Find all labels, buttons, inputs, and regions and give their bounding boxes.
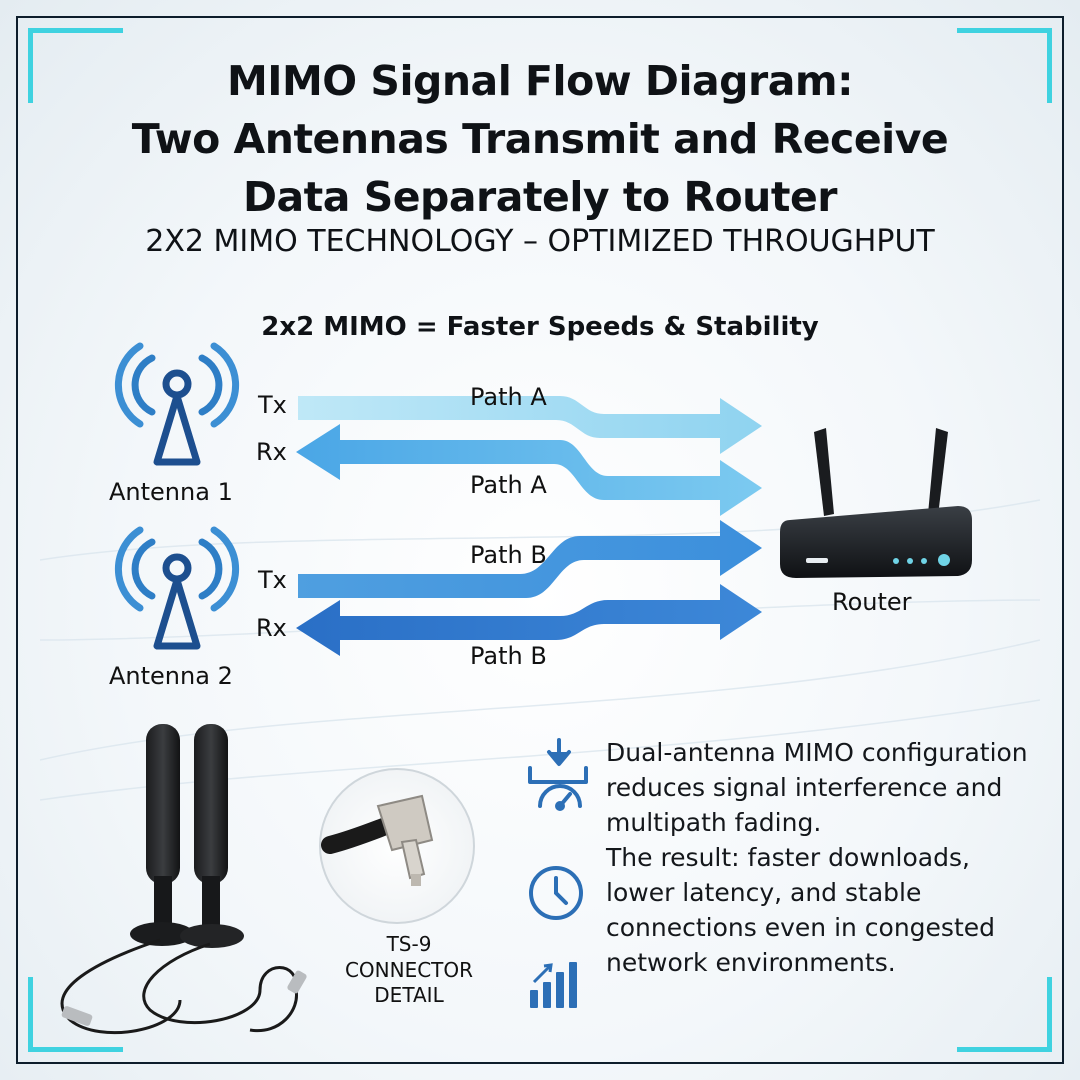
benefits-text: Dual-antenna MIMO configuration reduces …	[606, 735, 1046, 980]
antenna-2-tx-label: Tx	[257, 566, 287, 594]
title-line-2: Two Antennas Transmit and Receive	[131, 115, 949, 163]
path-a-rx-arrow	[296, 424, 762, 516]
antenna-1-tx-label: Tx	[257, 391, 287, 419]
antenna-2-rx-label: Rx	[256, 614, 287, 642]
antenna-1-label: Antenna 1	[109, 478, 233, 506]
tagline: 2x2 MIMO = Faster Speeds & Stability	[261, 312, 819, 342]
title-line-3: Data Separately to Router	[242, 173, 838, 221]
antenna-1-icon	[114, 342, 240, 466]
path-a-tx-arrow	[298, 396, 762, 454]
antenna-1-rx-label: Rx	[256, 438, 287, 466]
clock-icon	[529, 866, 583, 920]
path-b-rx-arrow	[296, 584, 762, 656]
corner-accent-top-right	[957, 28, 1052, 103]
path-a-rx-label: Path A	[470, 471, 547, 499]
connector-label-line-1: TS-9	[386, 932, 432, 956]
subtitle: 2X2 MIMO TECHNOLOGY – OPTIMIZED THROUGHP…	[145, 224, 935, 259]
title-line-1: MIMO Signal Flow Diagram:	[226, 57, 854, 105]
benefit-1-text: Dual-antenna MIMO configuration reduces …	[606, 738, 1028, 837]
corner-accent-bottom-right	[957, 977, 1052, 1052]
path-b-tx-arrow	[298, 520, 762, 598]
path-b-tx-label: Path B	[470, 541, 547, 569]
page-title: MIMO Signal Flow Diagram: Two Antennas T…	[40, 52, 1040, 226]
router-label: Router	[832, 588, 912, 616]
corner-accent-top-left	[28, 28, 123, 103]
path-b-rx-label: Path B	[470, 642, 547, 670]
ts9-connector-detail	[319, 768, 475, 924]
router-icon	[780, 428, 972, 578]
connector-label-line-3: DETAIL	[374, 983, 444, 1007]
antenna-product-illustration	[60, 724, 307, 1035]
path-a-tx-label: Path A	[470, 383, 547, 411]
outer-frame	[16, 16, 1064, 1064]
connector-label-line-2: CONNECTOR	[345, 958, 473, 982]
antenna-2-label: Antenna 2	[109, 662, 233, 690]
benefit-2-text: The result: faster downloads, lower late…	[606, 843, 996, 977]
corner-accent-bottom-left	[28, 977, 123, 1052]
download-speed-icon	[528, 738, 588, 811]
signal-bars-icon	[530, 962, 577, 1008]
antenna-2-icon	[114, 526, 240, 650]
